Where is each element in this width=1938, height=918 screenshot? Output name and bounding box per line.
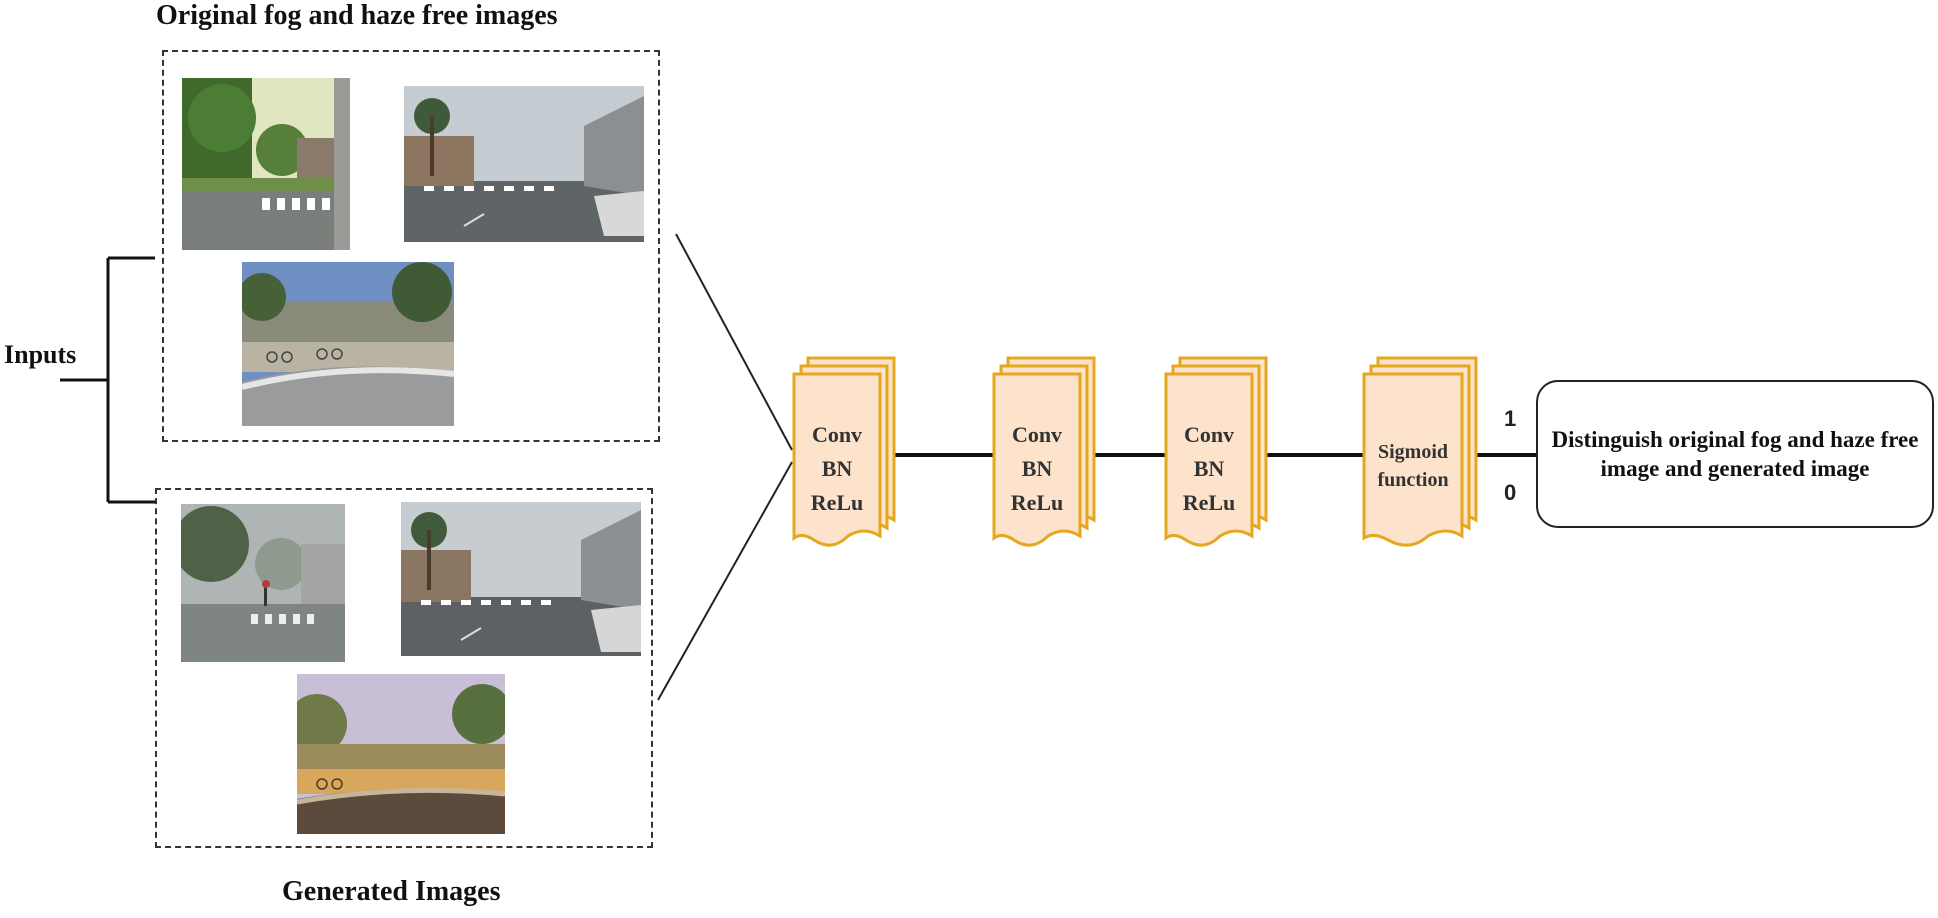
hazy-street-palm-photo bbox=[401, 502, 641, 656]
layer-stack-icon bbox=[992, 356, 1096, 547]
layer-1-labels: Conv BN ReLu bbox=[794, 418, 880, 520]
foggy-street-palm-photo bbox=[404, 86, 644, 242]
output-one-label: 1 bbox=[1504, 406, 1517, 431]
layer-2-line-3: ReLu bbox=[1010, 490, 1064, 515]
layer-1-line-3: ReLu bbox=[810, 490, 864, 515]
layer-3-labels: Conv BN ReLu bbox=[1166, 418, 1252, 520]
inputs-label: Inputs bbox=[4, 340, 77, 369]
output-zero-label: 0 bbox=[1504, 480, 1517, 505]
result-text: Distinguish original fog and haze free i… bbox=[1551, 427, 1919, 481]
generated-images-box bbox=[155, 488, 653, 848]
hazy-street-crosswalk-photo bbox=[181, 504, 345, 662]
layer-3-line-1: Conv bbox=[1183, 422, 1235, 447]
conv-bn-relu-block-1: Conv BN ReLu bbox=[792, 352, 898, 574]
street-crosswalk-trees-photo bbox=[182, 78, 350, 250]
conv-bn-relu-block-2: Conv BN ReLu bbox=[992, 352, 1098, 574]
layer-1-line-2: BN bbox=[821, 456, 853, 481]
layer-1-line-1: Conv bbox=[811, 422, 863, 447]
layer-2-line-2: BN bbox=[1021, 456, 1053, 481]
layer-3-line-2: BN bbox=[1193, 456, 1225, 481]
generated-campus-road-photo bbox=[297, 674, 505, 834]
sigmoid-block: Sigmoid function bbox=[1362, 352, 1480, 574]
sigmoid-line-1: Sigmoid bbox=[1377, 441, 1449, 463]
layer-3-line-3: ReLu bbox=[1182, 490, 1236, 515]
layer-stack-icon bbox=[1362, 356, 1478, 547]
original-images-title: Original fog and haze free images bbox=[156, 0, 558, 31]
conv-bn-relu-block-3: Conv BN ReLu bbox=[1164, 352, 1270, 574]
sigmoid-labels: Sigmoid function bbox=[1364, 438, 1462, 494]
result-box: Distinguish original fog and haze free i… bbox=[1536, 380, 1934, 528]
original-images-box bbox=[162, 50, 660, 442]
sigmoid-line-2: function bbox=[1377, 469, 1449, 491]
layer-stack-icon bbox=[1164, 356, 1268, 547]
generated-images-title: Generated Images bbox=[282, 876, 501, 907]
layer-2-line-1: Conv bbox=[1011, 422, 1063, 447]
layer-2-labels: Conv BN ReLu bbox=[994, 418, 1080, 520]
layer-stack-icon bbox=[792, 356, 896, 547]
campus-road-bicycles-photo bbox=[242, 262, 454, 426]
